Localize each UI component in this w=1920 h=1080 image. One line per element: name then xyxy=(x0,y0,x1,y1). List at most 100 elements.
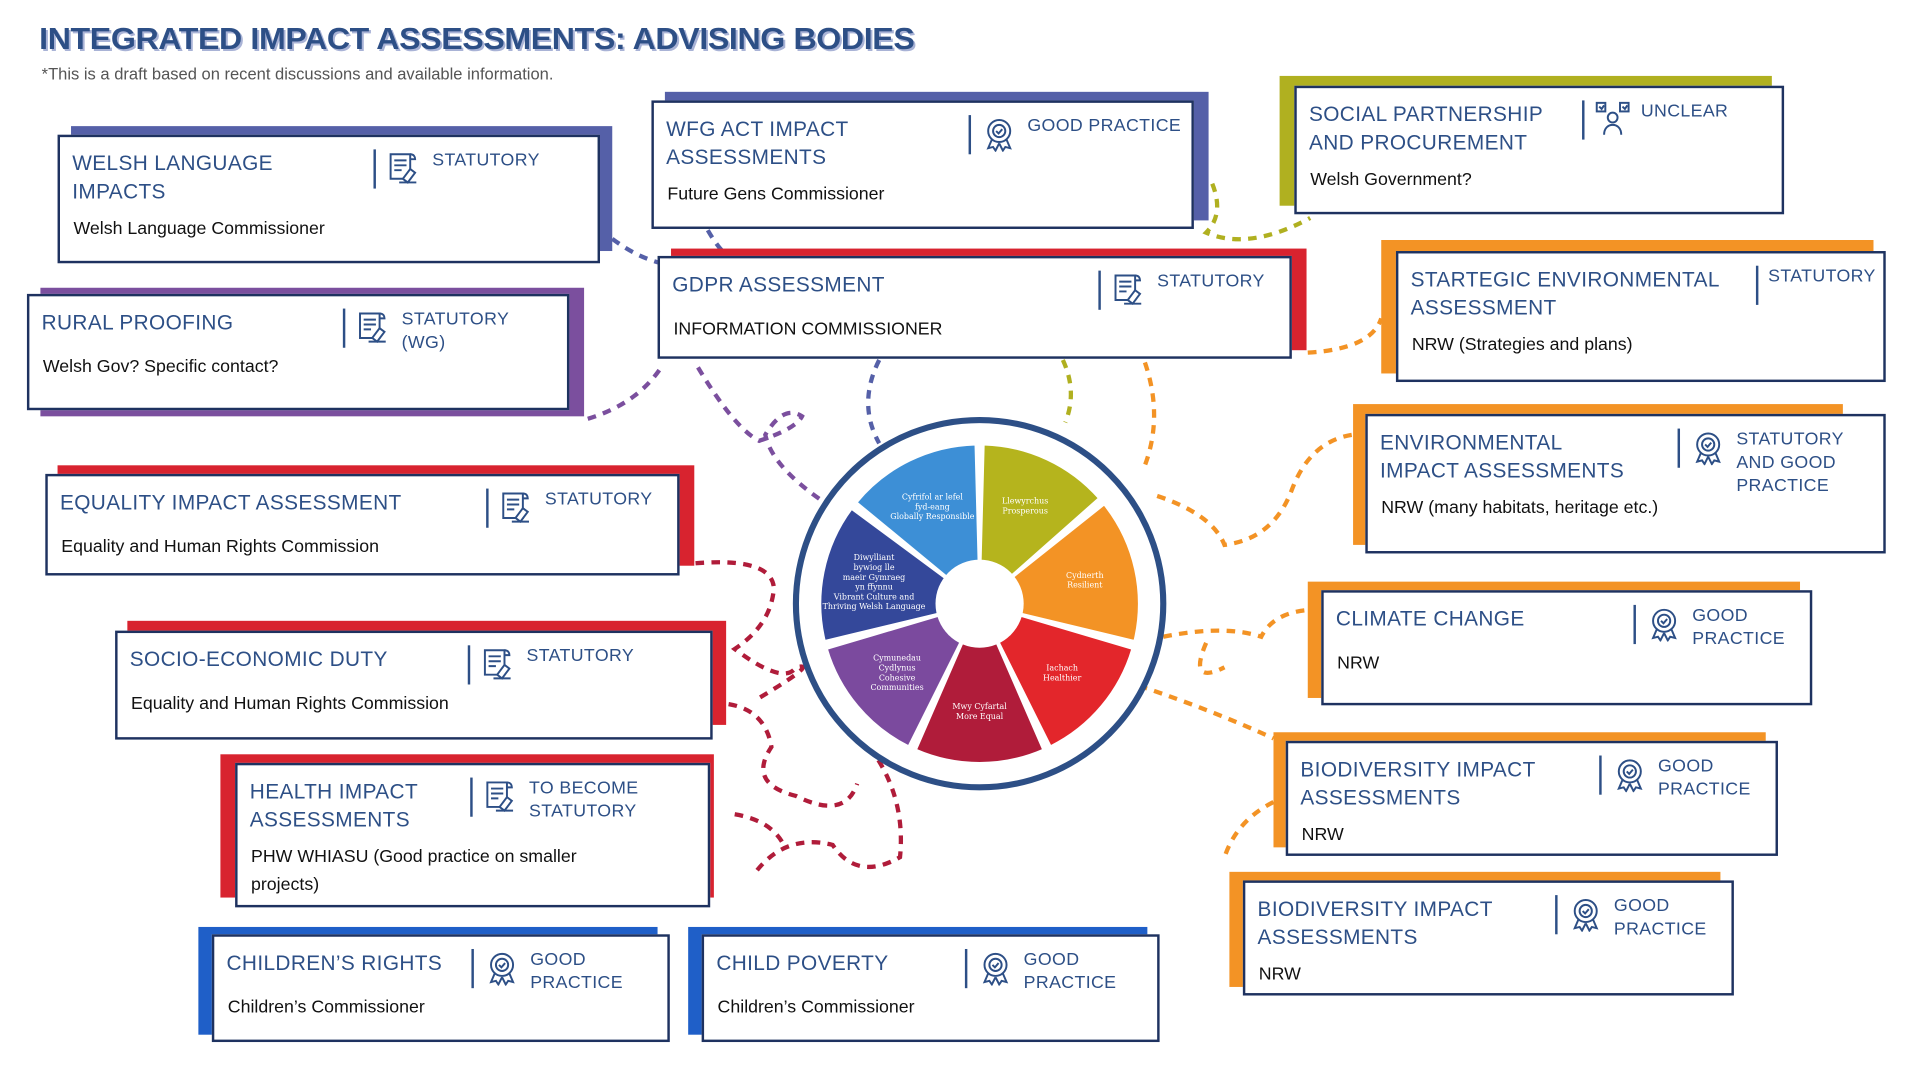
status-badge: GOOD PRACTICE xyxy=(964,948,1117,996)
advising-body: Equality and Human Rights Commission xyxy=(61,537,379,558)
connector-bio xyxy=(1138,683,1275,858)
good-practice-badge-icon xyxy=(1611,756,1648,793)
status-label: STATUTORY xyxy=(544,489,653,510)
good-practice-badge-icon xyxy=(1690,429,1727,467)
advising-body: Welsh Gov? Specific contact? xyxy=(42,357,279,378)
status-badge: GOOD PRACTICE xyxy=(1633,604,1785,652)
status-label: TO BECOME STATUTORY xyxy=(528,778,639,822)
card-title: BIODIVERSITY IMPACT ASSESSMENTS xyxy=(1257,897,1493,949)
advising-body: NRW xyxy=(1337,653,1380,674)
divider xyxy=(486,488,489,528)
wales-map-center xyxy=(935,559,1024,648)
advising-body: Equality and Human Rights Commission xyxy=(131,694,449,714)
status-label: GOOD PRACTICE xyxy=(1692,606,1785,649)
status-label: GOOD PRACTICE xyxy=(1023,950,1117,994)
good-practice-badge-icon xyxy=(484,949,521,987)
card-wfg-act-impact-assessments: WFG ACT IMPACT ASSESSMENTS GOOD PRACTICE… xyxy=(651,100,1194,229)
card-title: SOCIAL PARTNERSHIP AND PROCUREMENT xyxy=(1308,102,1544,155)
advising-body: NRW (many habitats, heritage etc.) xyxy=(1381,498,1659,518)
status-label: STATUTORY xyxy=(1768,266,1876,287)
divider xyxy=(1599,755,1602,795)
card-title: SOCIO-ECONOMIC DUTY xyxy=(129,647,388,672)
card-title: WFG ACT IMPACT ASSESSMENTS xyxy=(666,117,849,169)
page-subtitle: *This is a draft based on recent discuss… xyxy=(41,64,554,84)
statutory-document-icon xyxy=(386,149,423,186)
card-biodiversity-impact-assessments-2: BIODIVERSITY IMPACT ASSESSMENTS GOOD PRA… xyxy=(1242,880,1734,996)
status-badge: STATUTORY xyxy=(486,488,653,528)
status-badge: GOOD PRACTICE xyxy=(1555,895,1706,942)
card-gdpr-assessment: GDPR ASSESSMENT STATUTORY INFORMATION CO… xyxy=(657,255,1292,359)
status-label: GOOD PRACTICE xyxy=(1027,116,1182,136)
status-label: STATUTORY xyxy=(526,646,635,667)
status-label: STATUTORY AND GOOD PRACTICE xyxy=(1736,429,1844,496)
status-badge: GOOD PRACTICE xyxy=(471,948,623,996)
divider xyxy=(471,948,474,989)
status-label: GOOD PRACTICE xyxy=(530,950,623,994)
statutory-document-icon xyxy=(482,778,519,815)
card-biodiversity-impact-assessments-1: BIODIVERSITY IMPACT ASSESSMENTS GOOD PRA… xyxy=(1285,740,1778,856)
unclear-people-icon xyxy=(1594,100,1631,137)
connector-climate xyxy=(1162,607,1311,675)
card-strategic-environmental-assessment: STARTEGIC ENVIRONMENTAL ASSESSMENT STATU… xyxy=(1395,251,1886,383)
connector-health xyxy=(734,812,786,846)
connector-rural xyxy=(587,366,822,502)
status-badge: TO BECOME STATUTORY xyxy=(470,777,639,825)
status-label: STATUTORY xyxy=(432,150,540,171)
status-badge: GOOD PRACTICE xyxy=(968,115,1182,155)
connector-prosperous xyxy=(1060,359,1074,424)
card-title: CHILDREN’S RIGHTS xyxy=(226,951,443,975)
card-childrens-rights: CHILDREN’S RIGHTS GOOD PRACTICE Children… xyxy=(211,934,670,1043)
advising-body: Children’s Commissioner xyxy=(227,997,425,1018)
divider xyxy=(373,149,376,189)
status-badge: STATUTORY (WG) xyxy=(342,308,509,356)
card-title: STARTEGIC ENVIRONMENTAL ASSESSMENT xyxy=(1410,268,1720,320)
card-title: CLIMATE CHANGE xyxy=(1335,607,1525,631)
status-badge: STATUTORY xyxy=(467,645,635,685)
divider xyxy=(968,115,972,155)
divider xyxy=(1755,265,1759,305)
advising-body: PHW WHIASU (Good practice on smaller pro… xyxy=(251,847,577,896)
advising-body: NRW (Strategies and plans) xyxy=(1411,335,1633,356)
good-practice-badge-icon xyxy=(1646,605,1683,643)
connector-equality xyxy=(695,560,805,700)
status-badge: STATUTORY xyxy=(1755,265,1876,305)
statutory-document-icon xyxy=(480,645,517,682)
divider xyxy=(1098,270,1101,310)
connector-welsh xyxy=(610,237,662,266)
advising-body: Future Gens Commissioner xyxy=(667,184,885,205)
status-label: GOOD PRACTICE xyxy=(1657,756,1751,800)
divider xyxy=(1555,895,1558,935)
card-title: CHILD POVERTY xyxy=(716,951,889,975)
divider xyxy=(1582,100,1585,140)
good-practice-badge-icon xyxy=(977,949,1014,987)
card-title: EQUALITY IMPACT ASSESSMENT xyxy=(60,491,402,515)
advising-body: Welsh Government? xyxy=(1310,170,1472,190)
status-badge: UNCLEAR xyxy=(1582,100,1728,140)
divider xyxy=(342,308,346,348)
card-social-partnership-procurement: SOCIAL PARTNERSHIP AND PROCUREMENT UNCLE… xyxy=(1294,85,1785,215)
statutory-document-icon xyxy=(498,489,535,526)
card-child-poverty: CHILD POVERTY GOOD PRACTICE Children’s C… xyxy=(701,934,1160,1043)
divider xyxy=(467,645,471,685)
card-rural-proofing: RURAL PROOFING STATUTORY (WG) Welsh Gov?… xyxy=(26,293,570,411)
card-socio-economic-duty: SOCIO-ECONOMIC DUTY STATUTORY Equality a… xyxy=(115,630,713,740)
statutory-document-icon xyxy=(1111,271,1148,308)
status-label: GOOD PRACTICE xyxy=(1613,896,1707,940)
advising-body: NRW xyxy=(1301,825,1344,845)
statutory-document-icon xyxy=(355,309,392,346)
card-title: HEALTH IMPACT ASSESSMENTS xyxy=(249,780,419,832)
card-title: RURAL PROOFING xyxy=(41,311,234,335)
divider xyxy=(964,948,968,989)
card-welsh-language-impacts: WELSH LANGUAGE IMPACTS STATUTORY Welsh L… xyxy=(57,134,601,264)
advising-body: NRW xyxy=(1258,964,1301,985)
divider xyxy=(470,777,473,817)
status-badge: GOOD PRACTICE xyxy=(1599,755,1751,803)
